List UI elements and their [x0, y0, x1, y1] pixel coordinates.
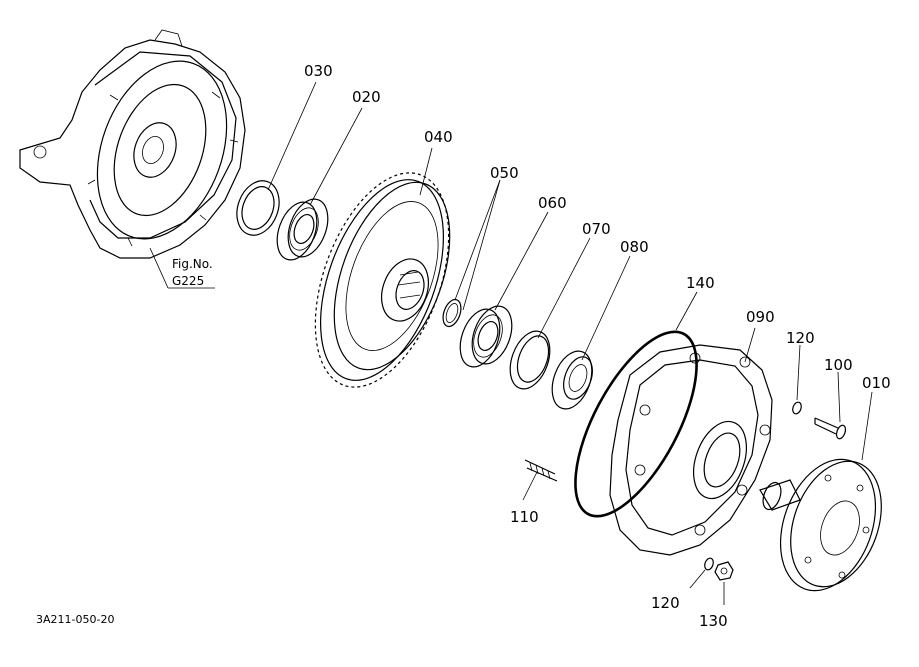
part-070-collar: [509, 330, 551, 390]
label-010: 010: [862, 374, 891, 392]
part-140-o-ring: [574, 330, 698, 518]
label-030: 030: [304, 62, 333, 80]
label-120-upper: 120: [786, 329, 815, 347]
label-090: 090: [746, 308, 775, 326]
part-100-bolt: [814, 417, 847, 440]
housing-reference: [19, 29, 246, 259]
part-130-nut: [714, 561, 734, 581]
part-020-bearing: [276, 198, 329, 261]
label-140: 140: [686, 274, 715, 292]
part-labels: 030 020 040 050 060 070 080 140 090 120 …: [304, 62, 891, 630]
label-050: 050: [490, 164, 519, 182]
part-010-flange: [759, 458, 882, 592]
drawing-code: 3A211-050-20: [36, 613, 114, 626]
label-080: 080: [620, 238, 649, 256]
part-090-cover: [609, 344, 773, 556]
part-060-bearing: [459, 305, 513, 368]
label-110: 110: [510, 508, 539, 526]
part-120-washer-upper: [792, 401, 802, 415]
label-020: 020: [352, 88, 381, 106]
label-040: 040: [424, 128, 453, 146]
label-130: 130: [699, 612, 728, 630]
label-100: 100: [824, 356, 853, 374]
label-070: 070: [582, 220, 611, 238]
label-060: 060: [538, 194, 567, 212]
label-120-lower: 120: [651, 594, 680, 612]
figure-reference: Fig.No. G225: [149, 247, 215, 289]
part-110-stud: [524, 459, 558, 482]
part-080-oil-seal: [551, 350, 593, 410]
fig-number: G225: [172, 274, 204, 288]
part-030-snap-ring: [236, 180, 280, 236]
part-050-snap-ring: [442, 298, 462, 328]
part-040-gear: [314, 172, 451, 388]
part-120-washer-lower: [704, 557, 714, 571]
leader-lines: [267, 81, 873, 605]
fig-no-label: Fig.No.: [172, 257, 213, 271]
